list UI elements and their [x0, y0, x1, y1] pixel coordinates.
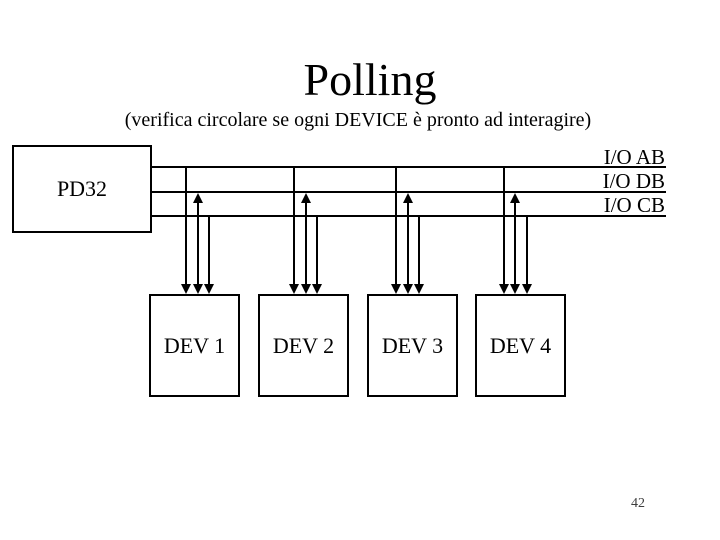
device-label: DEV 2: [272, 332, 335, 358]
arrowhead-down-icon: [414, 284, 424, 294]
address-bus-arrow-dev2: [289, 167, 299, 294]
arrow-stem: [305, 202, 307, 284]
arrowhead-down-icon: [510, 284, 520, 294]
arrowhead-down-icon: [499, 284, 509, 294]
device-label: DEV 3: [381, 332, 444, 358]
arrowhead-up-icon: [301, 193, 311, 203]
control-bus-arrow-dev2: [312, 216, 322, 294]
arrowhead-down-icon: [289, 284, 299, 294]
data-bus-arrow-dev2: [301, 193, 311, 294]
arrow-stem: [293, 167, 295, 284]
io-address-bus-label: I/O AB: [603, 145, 665, 169]
io-data-bus-line: [151, 191, 666, 193]
arrow-stem: [526, 216, 528, 284]
arrowhead-down-icon: [301, 284, 311, 294]
device-label: DEV 1: [163, 332, 226, 358]
device-label: DEV 4: [489, 332, 552, 358]
arrow-stem: [514, 202, 516, 284]
device-box-3: DEV 3: [367, 294, 458, 397]
device-box-4: DEV 4: [475, 294, 566, 397]
control-bus-arrow-dev4: [522, 216, 532, 294]
arrowhead-up-icon: [510, 193, 520, 203]
data-bus-arrow-dev4: [510, 193, 520, 294]
io-control-bus-label: I/O CB: [603, 193, 665, 217]
arrow-stem: [407, 202, 409, 284]
control-bus-arrow-dev3: [414, 216, 424, 294]
arrowhead-down-icon: [391, 284, 401, 294]
arrow-stem: [208, 216, 210, 284]
arrowhead-down-icon: [522, 284, 532, 294]
arrowhead-down-icon: [181, 284, 191, 294]
arrow-stem: [395, 167, 397, 284]
address-bus-arrow-dev4: [499, 167, 509, 294]
slide-title: Polling: [303, 54, 437, 105]
arrow-stem: [316, 216, 318, 284]
arrowhead-down-icon: [312, 284, 322, 294]
address-bus-arrow-dev3: [391, 167, 401, 294]
arrow-stem: [503, 167, 505, 284]
io-data-bus-label: I/O DB: [602, 169, 665, 193]
data-bus-arrow-dev3: [403, 193, 413, 294]
arrowhead-up-icon: [193, 193, 203, 203]
arrowhead-down-icon: [403, 284, 413, 294]
arrowhead-down-icon: [193, 284, 203, 294]
data-bus-arrow-dev1: [193, 193, 203, 294]
cpu-box: PD32: [12, 145, 152, 233]
arrowhead-down-icon: [204, 284, 214, 294]
control-bus-arrow-dev1: [204, 216, 214, 294]
slide-subtitle: (verifica circolare se ogni DEVICE è pro…: [124, 109, 592, 131]
arrow-stem: [185, 167, 187, 284]
io-address-bus-line: [151, 166, 666, 168]
page-number: 42: [631, 496, 645, 511]
address-bus-arrow-dev1: [181, 167, 191, 294]
arrow-stem: [418, 216, 420, 284]
arrowhead-up-icon: [403, 193, 413, 203]
arrow-stem: [197, 202, 199, 284]
cpu-label: PD32: [56, 176, 108, 201]
device-box-2: DEV 2: [258, 294, 349, 397]
device-box-1: DEV 1: [149, 294, 240, 397]
